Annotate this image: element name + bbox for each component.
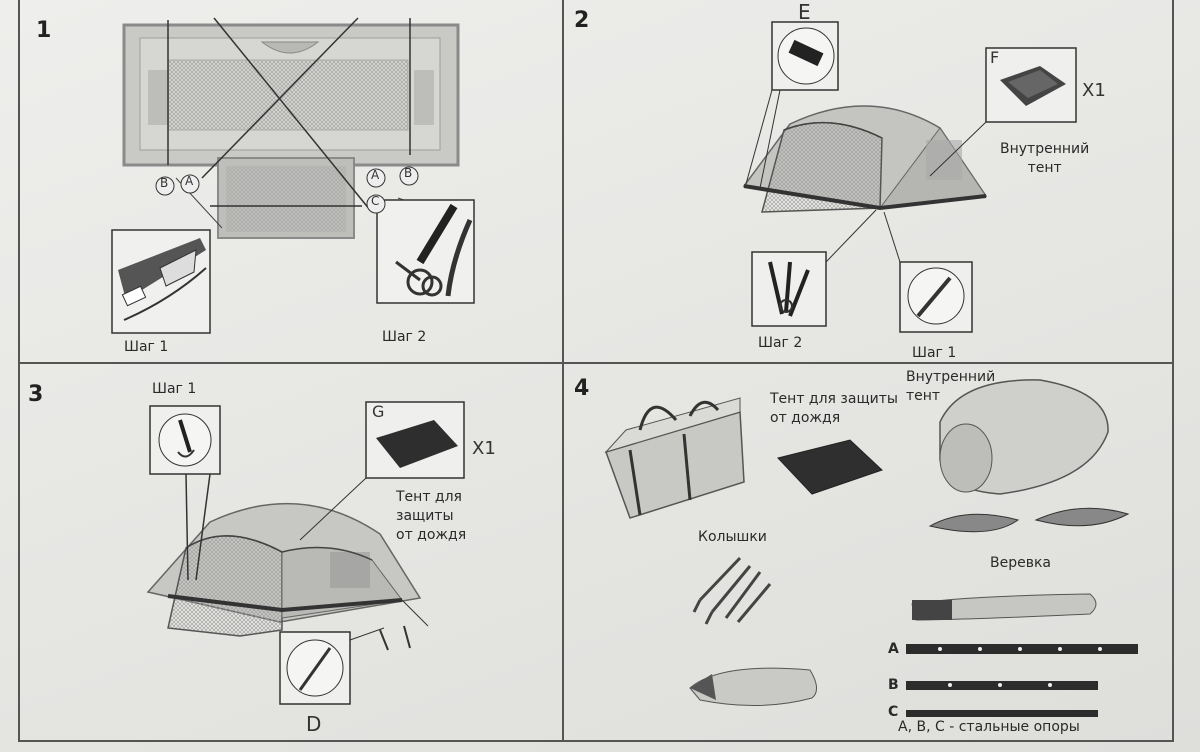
panel-3-number: 3 [28, 382, 44, 407]
panel3-letter-g: G [372, 402, 385, 421]
panel-1-number: 1 [36, 18, 52, 43]
panel1-step1-label: Шаг 1 [124, 339, 169, 355]
panel2-letter-e: E [798, 0, 811, 24]
marker-a-right: A [371, 168, 380, 182]
panel2-step1-label: Шаг 1 [912, 345, 957, 361]
poles-note: A, B, C - стальные опоры [898, 719, 1080, 735]
pole-a-label: A [888, 641, 899, 657]
panel1-step2-label: Шаг 2 [382, 329, 427, 345]
panel2-letter-f: F [990, 48, 1000, 67]
panel-divider-vertical [562, 0, 564, 740]
panel4-parts-illustration [604, 379, 1138, 717]
pole-b-label: B [888, 677, 899, 693]
panel-divider-horizontal [18, 362, 1172, 364]
panel3-tent-illustration [146, 401, 465, 705]
marker-c: C [371, 194, 380, 208]
panel-4-number: 4 [574, 376, 590, 401]
panel2-step2-label: Шаг 2 [758, 335, 803, 351]
panel3-letter-d: D [306, 712, 322, 736]
panel1-tent-topview [111, 17, 475, 334]
panel3-step1-label: Шаг 1 [152, 381, 197, 397]
panel-2-number: 2 [574, 8, 590, 33]
panel2-quantity: X1 [1082, 80, 1106, 101]
marker-a-left: A [185, 174, 194, 188]
pole-c-label: C [888, 704, 899, 720]
panel1-letter-markers [155, 166, 419, 214]
panel4-rain-fly-label: Тент для защиты от дождя [770, 391, 898, 426]
marker-b-right: B [404, 166, 413, 180]
panel-grid-frame [18, 0, 1174, 742]
panel4-pegs-label: Колышки [698, 529, 767, 545]
panel3-rain-fly-label: Тент для защиты от дождя [396, 489, 467, 543]
panel4-rope-label: Веревка [990, 555, 1052, 571]
panel2-inner-tent-label: Внутренний тент [1000, 141, 1090, 176]
panel2-tent-illustration [742, 21, 1077, 333]
marker-b-left: B [160, 176, 169, 190]
panel4-inner-tent-label: Внутренний тент [906, 369, 996, 404]
panel3-quantity: X1 [472, 438, 496, 459]
